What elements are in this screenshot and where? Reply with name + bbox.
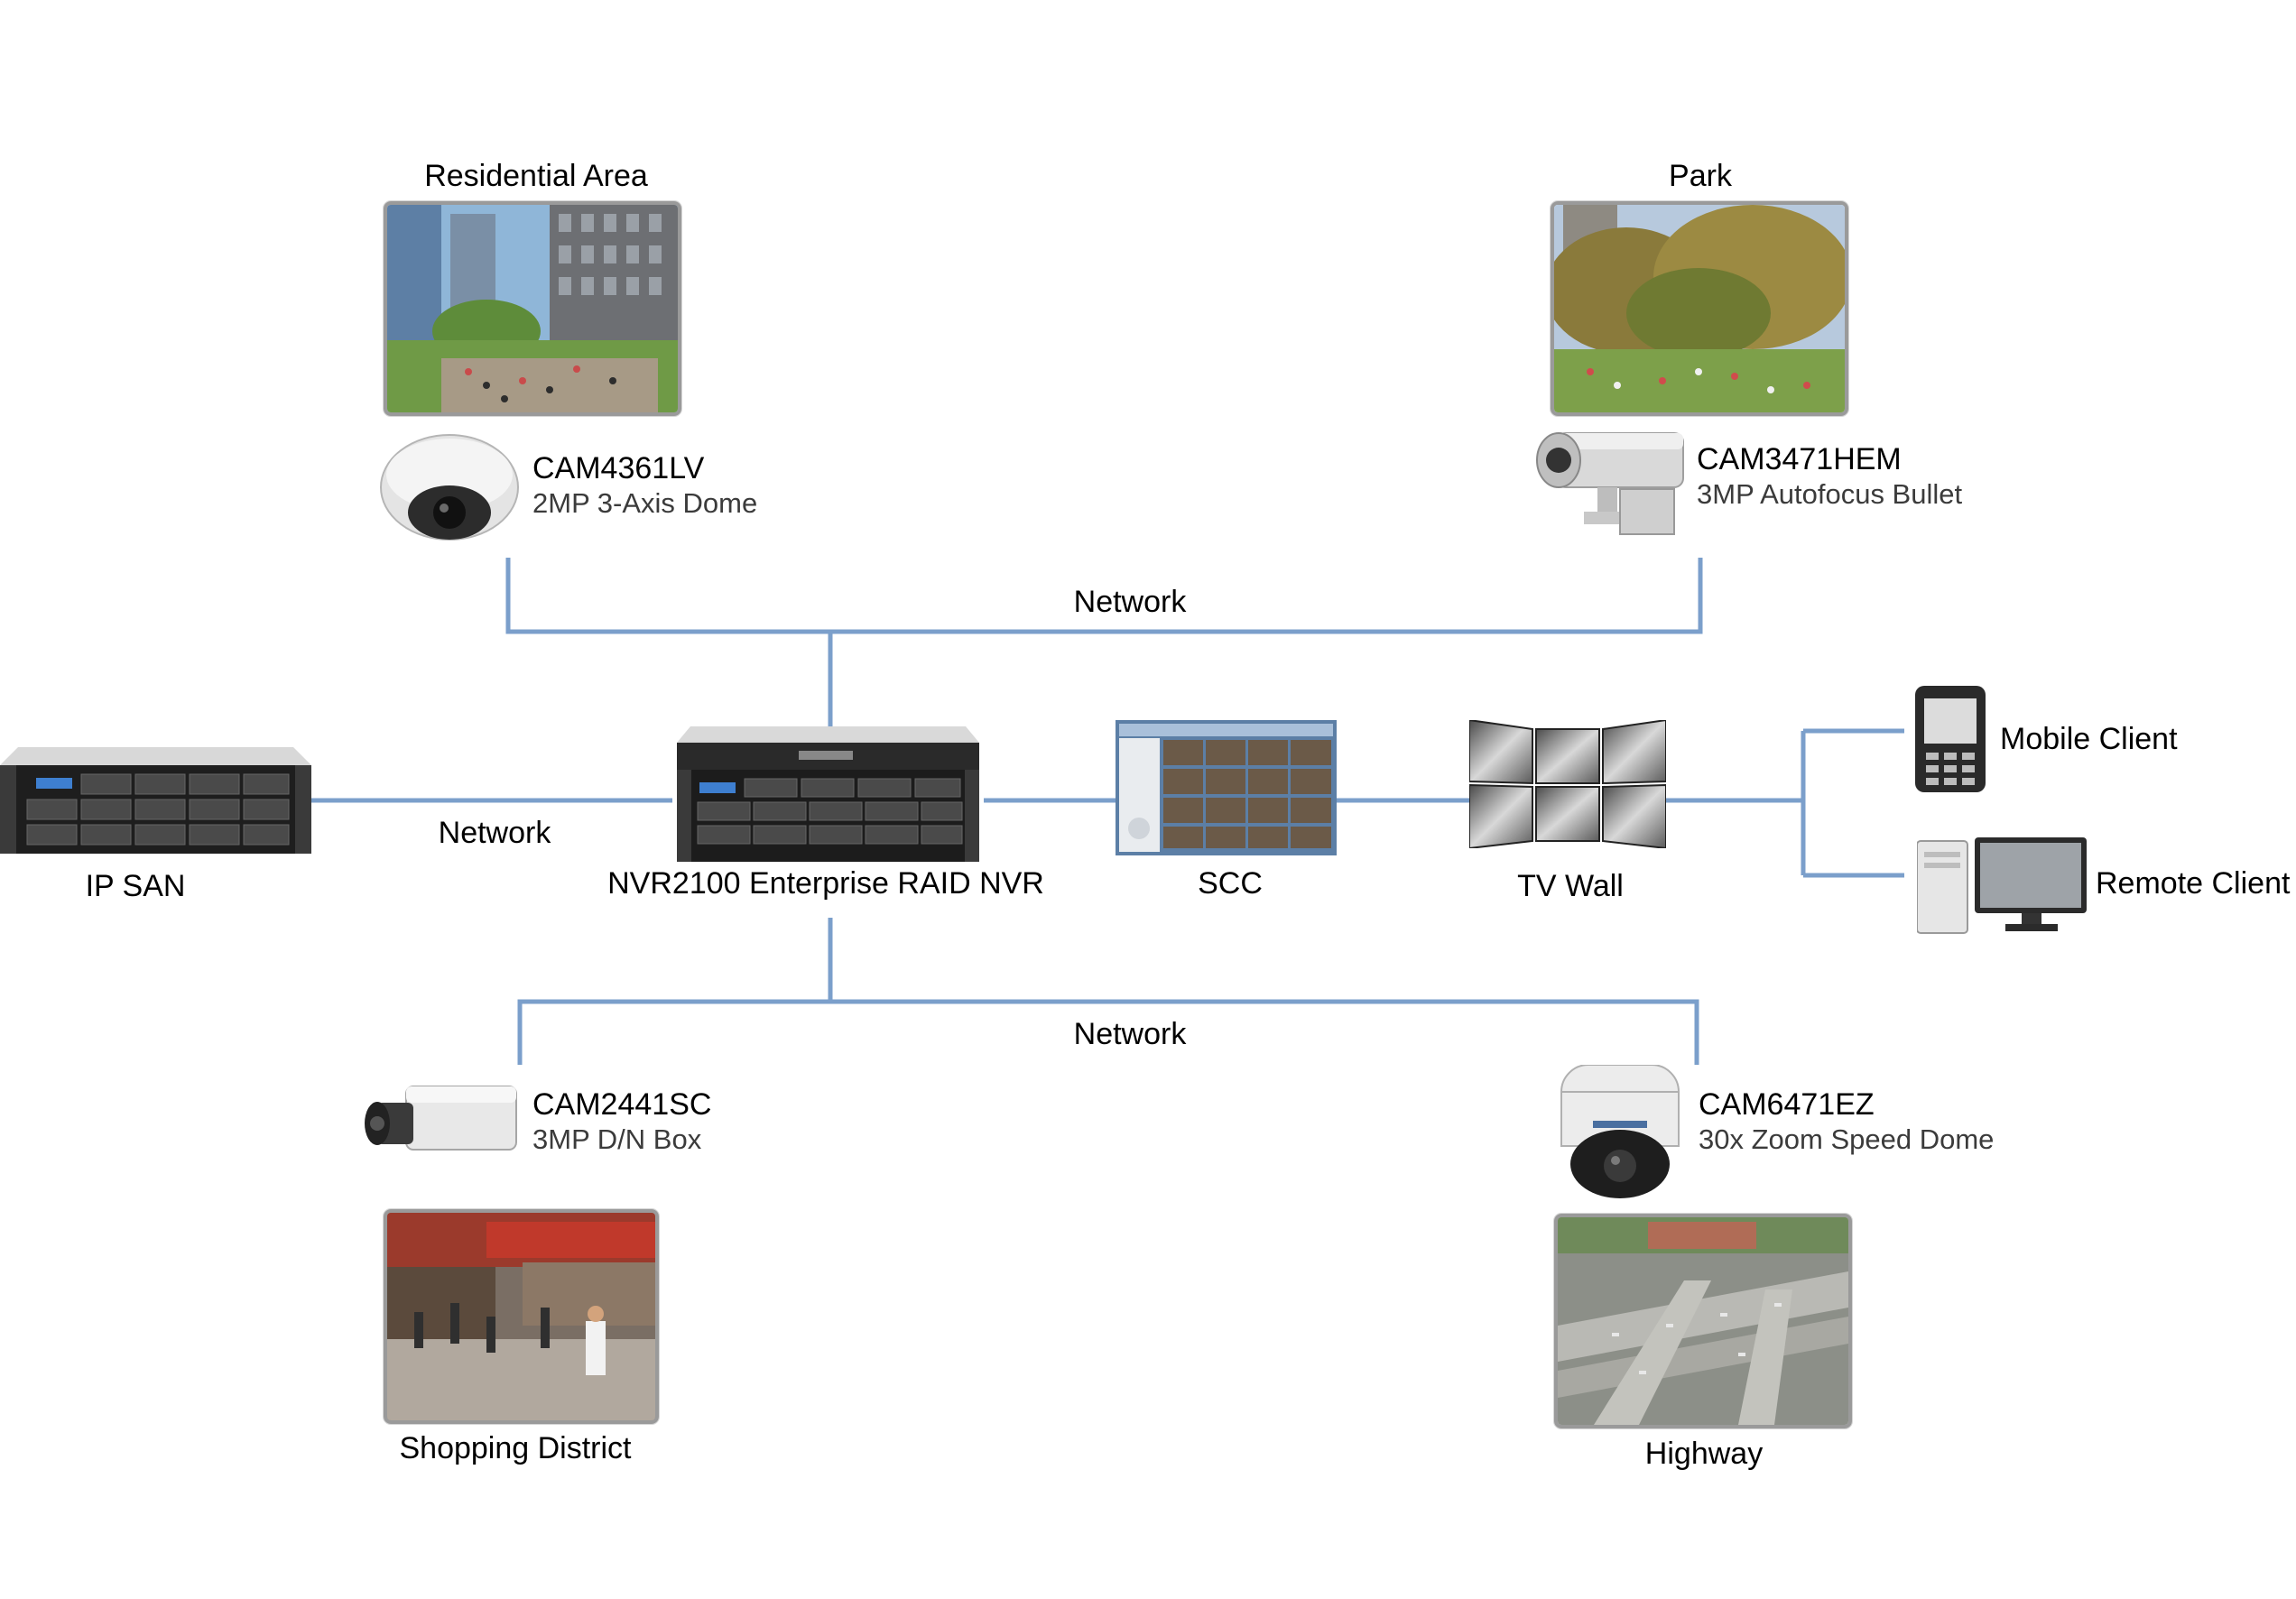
camera-model-cam2441sc: CAM2441SC	[532, 1087, 712, 1122]
ip-san-label: IP SAN	[85, 869, 186, 903]
camera-model-cam6471ez: CAM6471EZ	[1699, 1087, 1875, 1122]
location-label-park: Park	[1669, 159, 1732, 193]
speed-dome-camera-icon	[1552, 1064, 1688, 1200]
box-camera-icon	[361, 1083, 519, 1164]
camera-desc-cam6471ez: 30x Zoom Speed Dome	[1699, 1123, 1995, 1155]
bullet-camera-icon	[1530, 426, 1688, 552]
location-label-shopping: Shopping District	[399, 1431, 632, 1465]
bottom-network-line	[517, 999, 1699, 1065]
top-network-line	[505, 558, 1703, 634]
mobile-client-label: Mobile Client	[2000, 722, 2178, 756]
highway-photo	[1554, 1214, 1852, 1428]
camera-desc-cam2441sc: 3MP D/N Box	[532, 1123, 702, 1155]
scc-monitor-icon	[1116, 720, 1337, 855]
camera-model-cam3471hem: CAM3471HEM	[1697, 442, 1902, 476]
network-label-middle: Network	[438, 816, 551, 850]
network-label-top: Network	[1073, 585, 1187, 619]
remote-client-label: Remote Client	[2096, 866, 2291, 901]
camera-desc-cam3471hem: 3MP Autofocus Bullet	[1697, 478, 1963, 510]
shopping-district-photo	[384, 1209, 659, 1424]
network-label-bottom: Network	[1073, 1017, 1187, 1051]
camera-desc-cam4361lv: 2MP 3-Axis Dome	[532, 487, 758, 519]
location-label-residential: Residential Area	[424, 159, 648, 193]
nvr-label: NVR2100 Enterprise RAID NVR	[607, 866, 1044, 901]
tv-wall-icon	[1468, 718, 1667, 850]
nvr-icon	[672, 726, 984, 862]
residential-area-photo	[384, 201, 681, 416]
location-label-highway: Highway	[1644, 1437, 1764, 1471]
desktop-computer-icon	[1916, 837, 2087, 935]
camera-model-cam4361lv: CAM4361LV	[532, 451, 705, 485]
scc-label: SCC	[1198, 866, 1263, 901]
tv-wall-label: TV Wall	[1517, 869, 1624, 903]
dome-camera-icon	[377, 431, 522, 549]
mobile-phone-icon	[1915, 686, 1986, 792]
park-photo	[1551, 201, 1848, 416]
ip-san-icon	[0, 747, 311, 854]
